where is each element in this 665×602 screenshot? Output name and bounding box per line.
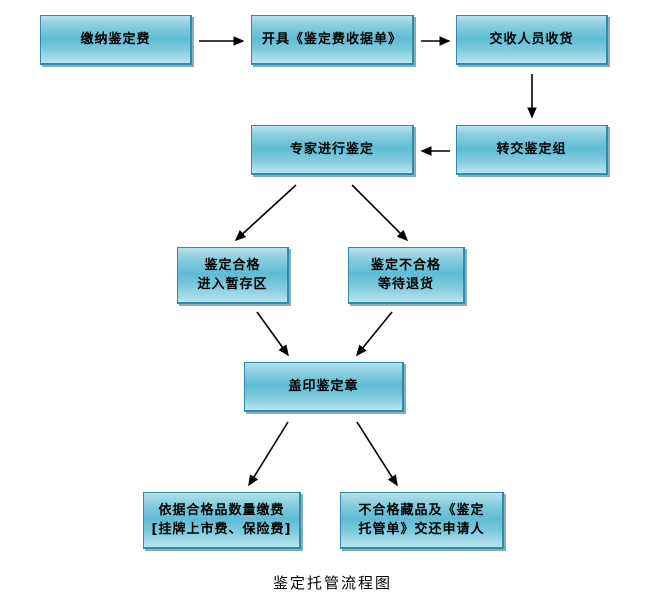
- node-qualified-to-storage[interactable]: 鉴定合格 进入暂存区: [177, 247, 289, 304]
- edge-n7-n8: [355, 311, 393, 357]
- edge-n8-n9: [248, 421, 289, 487]
- node-issue-fee-receipt[interactable]: 开具《鉴定费收据单》: [251, 15, 414, 65]
- node-staff-receive-goods[interactable]: 交收人员收货: [456, 15, 608, 65]
- node-label-line-2: 托管单》交还申请人: [358, 522, 485, 537]
- node-label: 转交鉴定组: [496, 142, 567, 157]
- node-label: 盖印鉴定章: [288, 379, 359, 394]
- node-label: 开具《鉴定费收据单》: [261, 32, 402, 47]
- edge-n6-n8: [256, 311, 289, 357]
- node-label-line-2: 等待退货: [377, 277, 434, 292]
- edge-n5-n7: [351, 184, 409, 242]
- node-label: 缴纳鉴定费: [80, 32, 151, 47]
- node-pay-appraisal-fee[interactable]: 缴纳鉴定费: [40, 15, 192, 65]
- node-label-line-1: 鉴定不合格: [370, 258, 441, 273]
- edge-n5-n6: [234, 184, 297, 242]
- node-expert-appraisal[interactable]: 专家进行鉴定: [251, 125, 414, 175]
- node-label-line-1: 鉴定合格: [204, 258, 261, 273]
- node-stamp-appraisal-seal[interactable]: 盖印鉴定章: [244, 362, 404, 412]
- node-unqualified-await-return[interactable]: 鉴定不合格 等待退货: [348, 247, 465, 304]
- node-label: 交收人员收货: [489, 32, 574, 47]
- node-label: 专家进行鉴定: [289, 142, 374, 157]
- node-return-unqualified-items[interactable]: 不合格藏品及《鉴定 托管单》交还申请人: [340, 492, 504, 549]
- node-label-line-2: 进入暂存区: [197, 277, 268, 292]
- node-label-line-2: [挂牌上市费、保险费]: [151, 522, 292, 537]
- node-label-line-1: 依据合格品数量缴费: [158, 503, 285, 518]
- diagram-caption: 鉴定托管流程图: [272, 574, 392, 592]
- edge-n8-n10: [356, 421, 398, 487]
- node-pay-by-qualified-quantity[interactable]: 依据合格品数量缴费 [挂牌上市费、保险费]: [143, 492, 301, 549]
- node-label-line-1: 不合格藏品及《鉴定: [358, 503, 485, 518]
- node-transfer-to-appraisal-group[interactable]: 转交鉴定组: [456, 125, 608, 175]
